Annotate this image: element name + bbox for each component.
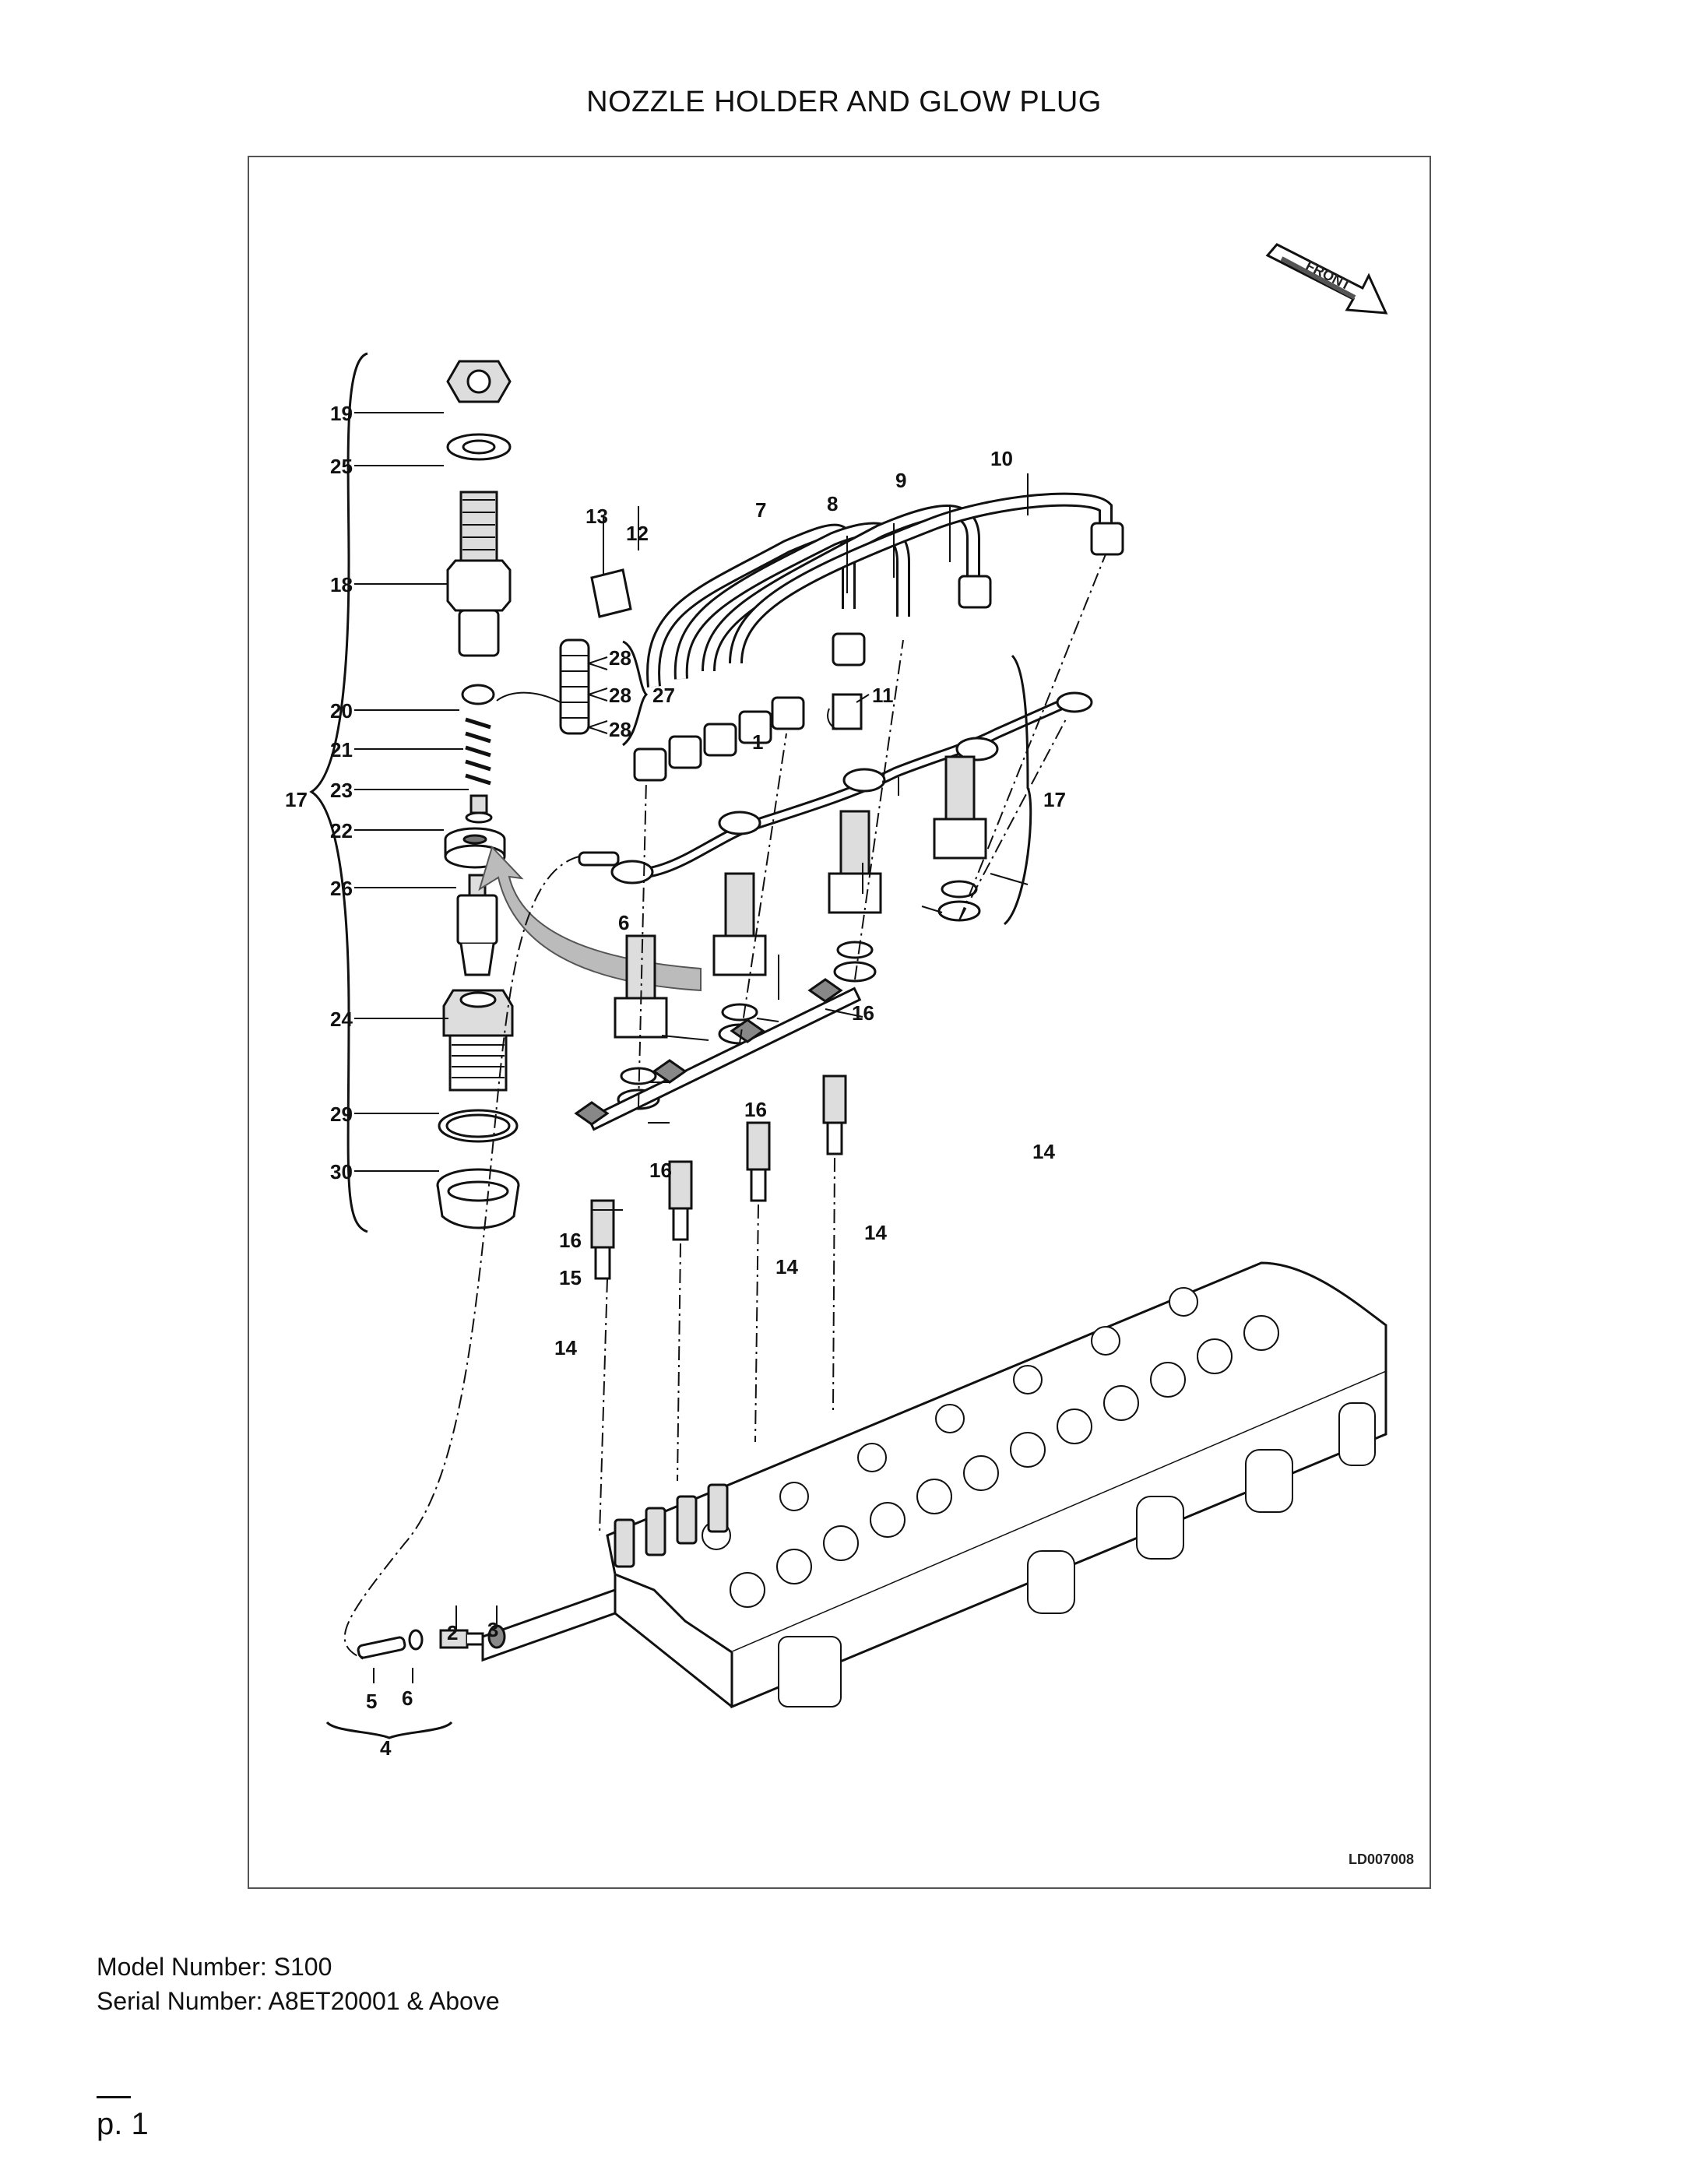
callout-labels: 1 2 3 4 5 6 6 7 8 9 10 11 12 13 14 14 14…	[285, 402, 1066, 1760]
page-rule	[97, 2096, 131, 2098]
callout-10: 10	[990, 447, 1013, 470]
callout-26: 26	[330, 877, 353, 900]
pipe-nuts	[590, 522, 1124, 782]
callout-16-b: 16	[649, 1159, 672, 1182]
page-number: p. 1	[97, 2107, 149, 2141]
callout-2: 2	[447, 1621, 458, 1644]
serial-number: Serial Number: A8ET20001 & Above	[97, 1987, 500, 2015]
callout-14-a: 14	[1032, 1140, 1055, 1163]
callout-5: 5	[366, 1690, 377, 1713]
callout-15: 15	[559, 1266, 582, 1289]
callout-21: 21	[330, 738, 353, 761]
callout-14-c: 14	[775, 1255, 798, 1278]
callout-23: 23	[330, 779, 353, 802]
callout-30: 30	[330, 1160, 353, 1183]
callout-14-b: 14	[864, 1221, 887, 1244]
callout-28-b: 28	[609, 684, 631, 707]
leak-off-fitting	[325, 1624, 506, 1739]
callout-8: 8	[827, 492, 838, 515]
callout-28-c: 28	[609, 718, 631, 741]
front-arrow-icon: FRONT	[1265, 243, 1388, 315]
callout-1: 1	[752, 730, 763, 754]
callout-29: 29	[330, 1103, 353, 1126]
callout-6-lower: 6	[402, 1686, 413, 1710]
callout-4: 4	[380, 1736, 392, 1760]
glow-plugs	[574, 978, 862, 1280]
callout-27: 27	[652, 684, 675, 707]
callout-14-e: 14	[554, 1336, 577, 1359]
callout-leaders	[354, 412, 1029, 1683]
callout-20: 20	[330, 699, 353, 723]
callout-17-left: 17	[285, 788, 308, 811]
callout-9: 9	[895, 469, 906, 492]
callout-16-a: 16	[559, 1229, 582, 1252]
callout-18: 18	[330, 573, 353, 596]
callout-16-c: 16	[744, 1098, 767, 1121]
installed-nozzle-holders	[614, 755, 987, 1110]
callout-16-d: 16	[852, 1001, 874, 1025]
callout-17-right: 17	[1043, 788, 1066, 811]
callout-11: 11	[872, 684, 894, 707]
reference-arrow-icon	[478, 846, 702, 992]
figure-code: LD007008	[1349, 1852, 1414, 1867]
leak-off-pipe	[578, 691, 1093, 885]
assembly-leader-lines	[343, 554, 1106, 1661]
injection-pipes	[646, 492, 1113, 688]
callout-22: 22	[330, 819, 353, 842]
exploded-parts-diagram: FRONT	[248, 156, 1431, 1889]
callout-28-a: 28	[609, 646, 631, 670]
nozzle-exploded-stack	[309, 352, 649, 1233]
callout-25: 25	[330, 455, 353, 478]
callout-6-upper: 6	[618, 911, 629, 934]
callout-3: 3	[487, 1618, 498, 1641]
model-number: Model Number: S100	[97, 1953, 332, 1981]
page-title: NOZZLE HOLDER AND GLOW PLUG	[586, 86, 1102, 118]
cylinder-head	[481, 1261, 1387, 1709]
callout-12: 12	[626, 522, 649, 545]
diagram-canvas: FRONT	[285, 243, 1414, 1867]
callout-19: 19	[330, 402, 353, 425]
callout-13: 13	[586, 505, 608, 528]
callout-24: 24	[330, 1008, 353, 1031]
callout-7: 7	[755, 498, 766, 522]
